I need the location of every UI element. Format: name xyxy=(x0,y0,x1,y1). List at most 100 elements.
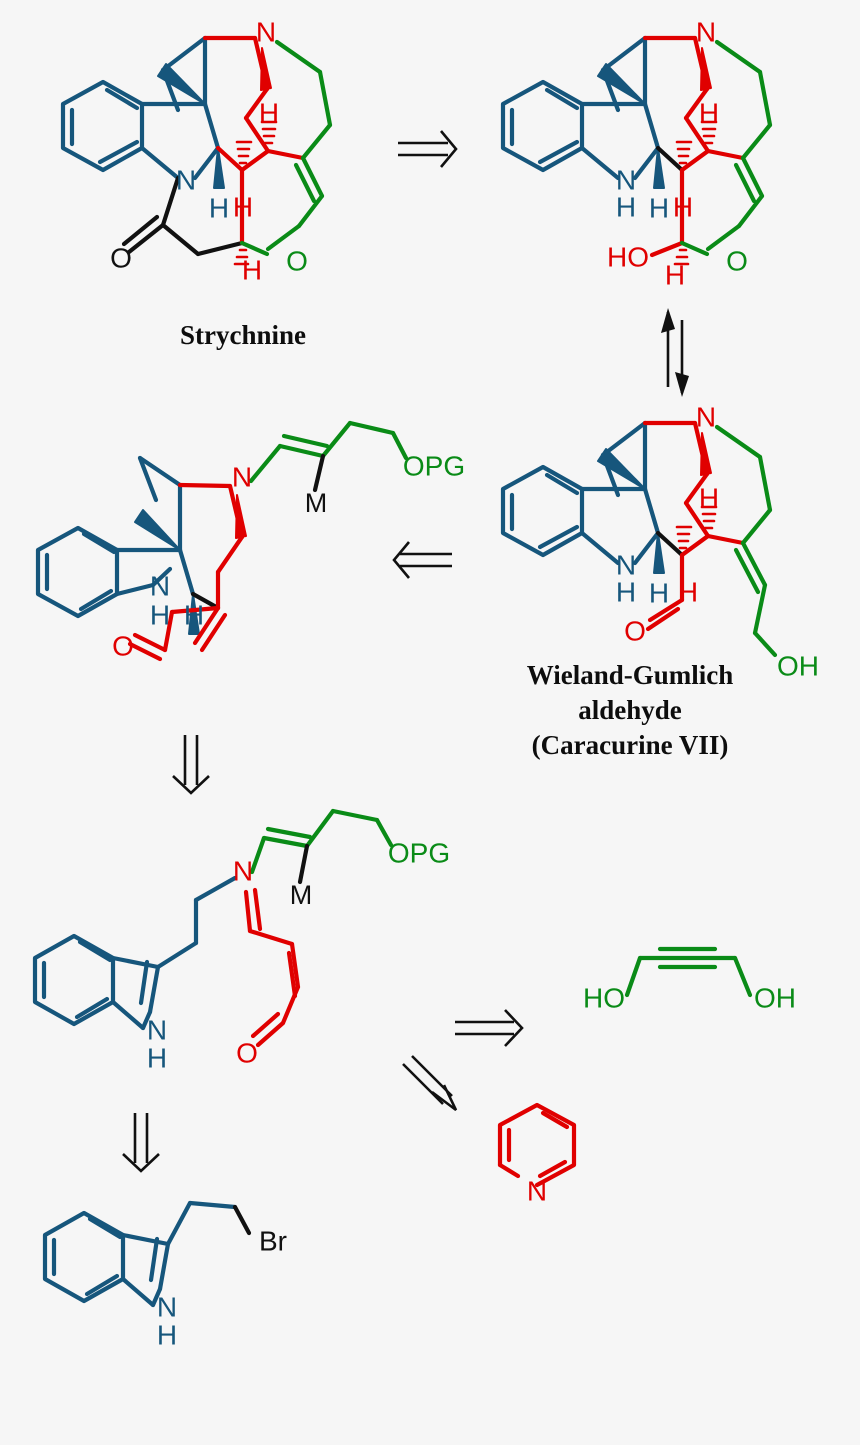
tetracycle-n-indoline: N xyxy=(150,570,170,601)
wg-wedge-h-blue xyxy=(653,532,665,574)
bromoindole-indole-ring xyxy=(120,1232,171,1308)
caption-wg-line1: Wieland-Gumlich xyxy=(527,660,734,690)
arrow-tryptamine-to-pyridine xyxy=(402,1055,458,1112)
tryptamine-dienal-chain xyxy=(243,887,301,1048)
tryptamine-n-indole: N xyxy=(147,1014,167,1045)
arrow-strychnine-to-hemiketal xyxy=(398,130,458,168)
tetracycle-blue-core xyxy=(114,455,196,597)
caption-wg-line3: (Caracurine VII) xyxy=(532,730,729,760)
strychnine-h-red-2: H xyxy=(233,191,253,222)
structure-tryptamine-dienal: N N H O M OPG xyxy=(32,808,450,1073)
tetracycle-m-label: M xyxy=(305,488,328,518)
bromoindole-n-label: N xyxy=(157,1291,177,1322)
structure-wieland-gumlich: N N H H O H H OH Wieland-Gumlich aldehyd… xyxy=(500,401,819,760)
hemiketal-hash-bonds xyxy=(673,120,718,266)
tetracycle-cho-1 xyxy=(132,632,168,653)
pyridine-n-label: N xyxy=(527,1175,547,1206)
tetracycle-cho-2 xyxy=(127,641,163,662)
hemiketal-c-o-bond xyxy=(679,240,710,257)
hemiketal-h-red-2: H xyxy=(673,191,693,222)
wg-wedge-blue xyxy=(597,448,646,490)
caption-strychnine: Strychnine xyxy=(180,320,306,350)
structure-bromoethylindole: N H Br xyxy=(42,1200,287,1350)
bromoindole-nh-hydrogen: H xyxy=(157,1319,177,1350)
structure-butynediol: HO OH xyxy=(583,946,796,1013)
strychnine-wedge-red xyxy=(260,47,272,91)
wg-wedge-red xyxy=(700,432,712,476)
wg-n-tertiary: N xyxy=(696,401,716,432)
tetracycle-wedge-h-blue xyxy=(188,593,200,635)
hemiketal-wedge-h-blue xyxy=(653,147,665,189)
tryptamine-metal-bond xyxy=(297,843,310,885)
wg-green-chain xyxy=(714,424,778,658)
hemiketal-h-blue: H xyxy=(649,192,669,223)
equilibrium-down-head xyxy=(675,372,689,397)
tetracycle-black-bond xyxy=(190,591,221,611)
strychnine-n-tertiary: N xyxy=(256,16,276,47)
hemiketal-green-bridge xyxy=(705,39,773,252)
hemiketal-ho-label: HO xyxy=(607,241,649,272)
arrow-tryptamine-down xyxy=(122,1113,160,1173)
strychnine-carbonyl-1 xyxy=(126,222,166,255)
tetracycle-nh-hydrogen: H xyxy=(150,599,170,630)
strychnine-o-carbonyl: O xyxy=(110,242,132,273)
tryptamine-indole-ring xyxy=(110,955,161,1031)
strychnine-wedge-h-blue xyxy=(213,147,225,189)
structure-hemiketal: N N H H HO O H H H xyxy=(500,16,773,290)
tryptamine-nh-hydrogen: H xyxy=(147,1042,167,1073)
bromoindole-br-label: Br xyxy=(259,1225,287,1256)
wg-hash-bonds xyxy=(675,505,718,550)
bromoindole-ethyl-chain xyxy=(165,1200,238,1247)
tryptamine-n-tertiary: N xyxy=(233,855,253,886)
tetracycle-green-chain xyxy=(248,420,409,484)
butynediol-oh-label: OH xyxy=(754,982,796,1013)
hemiketal-h-red-3: H xyxy=(665,259,685,290)
wg-nh-hydrogen: H xyxy=(616,576,636,607)
hemiketal-blue-core xyxy=(579,35,661,181)
tryptamine-green-chain xyxy=(249,808,394,875)
structure-strychnine: N N H O O H H H Strychnine xyxy=(60,16,333,350)
wg-oh-label: OH xyxy=(777,650,819,681)
hemiketal-black-bond xyxy=(655,145,685,173)
hemiketal-wedge-red xyxy=(700,47,712,91)
strychnine-blue-core xyxy=(139,35,221,181)
strychnine-h-red-3: H xyxy=(242,254,262,285)
strychnine-o-ether: O xyxy=(286,245,308,276)
bromoindole-c-br-bond xyxy=(232,1204,252,1236)
arrow-hemiketal-equilibrium xyxy=(661,308,689,397)
equilibrium-up-head xyxy=(661,308,675,333)
hemiketal-n-tertiary: N xyxy=(696,16,716,47)
wg-h-blue: H xyxy=(649,577,669,608)
tetracycle-metal-bond xyxy=(312,453,326,493)
wg-h-red-1: H xyxy=(699,482,719,513)
arrow-wg-to-tetracycle xyxy=(392,541,452,579)
hemiketal-nh-hydrogen: H xyxy=(616,191,636,222)
tetracycle-n-tertiary: N xyxy=(232,461,252,492)
hemiketal-wedge-blue xyxy=(597,63,646,105)
hemiketal-o-ether: O xyxy=(726,245,748,276)
tryptamine-ethylene-chain xyxy=(155,875,238,970)
tetracycle-o-aldehyde: O xyxy=(112,630,134,661)
strychnine-green-bridge xyxy=(265,39,333,252)
wg-black-bond xyxy=(655,530,685,558)
wg-red-core xyxy=(642,420,746,632)
caption-wg-line2: aldehyde xyxy=(578,695,682,725)
strychnine-c-o-bond xyxy=(239,240,270,257)
tetracycle-wedge-red xyxy=(235,494,247,539)
wg-n-indoline: N xyxy=(616,549,636,580)
tetracycle-wedge-blue xyxy=(134,509,181,551)
structure-pyridine: N xyxy=(497,1102,577,1206)
structure-tetracycle: N N H H O M OPG xyxy=(35,420,465,662)
hemiketal-n-indoline: N xyxy=(616,164,636,195)
strychnine-n-amide: N xyxy=(176,164,196,195)
arrow-tryptamine-to-butynediol xyxy=(455,1009,524,1047)
strychnine-h-blue: H xyxy=(209,192,229,223)
tryptamine-opg-label: OPG xyxy=(388,837,450,868)
wg-h-red-2: H xyxy=(678,576,698,607)
strychnine-h-red-1: H xyxy=(259,97,279,128)
butynediol-ho-label: HO xyxy=(583,982,625,1013)
arrow-tetracycle-down xyxy=(172,735,210,795)
tryptamine-o-aldehyde: O xyxy=(236,1037,258,1068)
strychnine-wedge-blue xyxy=(157,63,206,105)
